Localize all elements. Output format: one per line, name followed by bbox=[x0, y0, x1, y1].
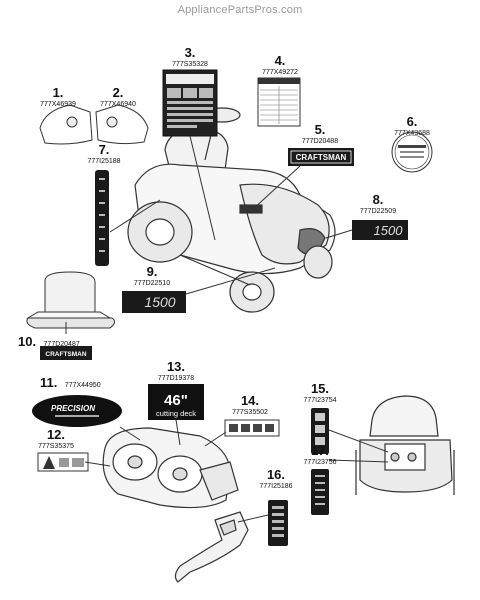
callout-17-code: 777I23756 bbox=[303, 459, 337, 466]
decal-craftsman-hood: CRAFTSMAN bbox=[288, 148, 354, 166]
decal-vertical-15 bbox=[311, 408, 329, 454]
callout-16: 16. 777I25186 bbox=[256, 468, 296, 490]
decal-instruction-panel bbox=[162, 69, 218, 137]
callout-7-number: 7. bbox=[98, 142, 110, 157]
footrest-illustration bbox=[174, 511, 249, 583]
callout-3-code: 777S35328 bbox=[172, 61, 208, 68]
model-1500-right-text: 1500 bbox=[374, 223, 404, 238]
deck-label-text: cutting deck bbox=[156, 409, 196, 418]
model-1500-left-text: 1500 bbox=[144, 294, 175, 310]
callout-5: 5. 777D20488 bbox=[298, 123, 342, 145]
leader-9 bbox=[185, 267, 276, 295]
callout-9-number: 9. bbox=[146, 264, 158, 279]
craftsman-hood-text: CRAFTSMAN bbox=[296, 153, 347, 162]
callout-14: 14. 777S35502 bbox=[228, 394, 272, 416]
callout-10-code: 777D20487 bbox=[43, 341, 80, 348]
decal-spec-table bbox=[257, 77, 301, 127]
decal-precision-oval: PRECISION bbox=[32, 395, 122, 427]
leader-15 bbox=[328, 429, 389, 453]
leader-11 bbox=[119, 426, 141, 441]
precision-text: PRECISION bbox=[51, 404, 95, 413]
leader-13 bbox=[175, 419, 181, 446]
decal-model-1500-left: 1500 bbox=[122, 291, 186, 313]
callout-10-number: 10. bbox=[18, 334, 37, 349]
craftsman-seat-text: CRAFTSMAN bbox=[45, 351, 86, 358]
callout-15: 15. 777I23754 bbox=[300, 382, 340, 404]
watermark: AppliancePartsPros.com bbox=[177, 4, 303, 16]
callout-6-number: 6. bbox=[406, 114, 418, 129]
callout-8-code: 777D22509 bbox=[359, 208, 397, 215]
callout-12: 12. 777S35375 bbox=[36, 428, 76, 450]
decal-warning-12 bbox=[37, 452, 89, 472]
leader-5 bbox=[251, 165, 301, 211]
callout-14-number: 14. bbox=[240, 393, 260, 408]
callout-6-code: 777X43688 bbox=[394, 130, 430, 137]
callout-17-number: 17. bbox=[310, 443, 330, 458]
decal-craftsman-seat: CRAFTSMAN bbox=[40, 346, 92, 360]
callout-5-code: 777D20488 bbox=[301, 138, 339, 145]
callout-6: 6. 777X43688 bbox=[390, 115, 434, 137]
callout-1-code: 777X46939 bbox=[40, 101, 76, 108]
callout-11: 11. 777X44950 bbox=[40, 375, 140, 391]
callout-2: 2. 777X46940 bbox=[98, 86, 138, 108]
callout-4-code: 777X49272 bbox=[262, 69, 298, 76]
callout-14-code: 777S35502 bbox=[232, 409, 268, 416]
callout-13-code: 777D19378 bbox=[157, 375, 195, 382]
callout-3-number: 3. bbox=[184, 45, 196, 60]
decal-fender-left bbox=[39, 104, 93, 145]
leader-17 bbox=[328, 459, 389, 463]
decal-model-1500-right: 1500 bbox=[352, 220, 408, 240]
callout-7-code: 777I25188 bbox=[87, 158, 121, 165]
callout-16-code: 777I25186 bbox=[259, 483, 293, 490]
callout-1: 1. 777X46939 bbox=[38, 86, 78, 108]
callout-16-number: 16. bbox=[266, 467, 286, 482]
leader-12 bbox=[84, 461, 111, 467]
mower-deck-illustration bbox=[102, 427, 239, 509]
callout-12-code: 777S35375 bbox=[38, 443, 74, 450]
deck-size-text: 46" bbox=[164, 392, 188, 409]
callout-8-number: 8. bbox=[372, 192, 384, 207]
decal-footrest-16 bbox=[268, 500, 288, 546]
tractor-illustration bbox=[127, 107, 336, 313]
leader-8 bbox=[325, 229, 353, 239]
decal-cutting-deck: 46" cutting deck bbox=[148, 384, 204, 420]
seat-illustration bbox=[26, 271, 116, 329]
decal-lever-strip bbox=[95, 170, 109, 266]
tractor-rear-illustration bbox=[355, 395, 455, 495]
callout-2-code: 777X46940 bbox=[100, 101, 136, 108]
callout-2-number: 2. bbox=[112, 85, 124, 100]
decal-fender-right bbox=[95, 104, 149, 145]
callout-7: 7. 777I25188 bbox=[84, 143, 124, 165]
callout-3: 3. 777S35328 bbox=[168, 46, 212, 68]
callout-11-code: 777X44950 bbox=[64, 382, 101, 389]
callout-9-code: 777D22510 bbox=[133, 280, 171, 287]
decal-round-warning bbox=[391, 131, 433, 173]
leader-16 bbox=[237, 514, 269, 523]
leader-14 bbox=[204, 431, 227, 447]
leader-7 bbox=[109, 199, 161, 233]
callout-11-number: 11. bbox=[40, 375, 58, 390]
callout-5-number: 5. bbox=[314, 122, 326, 137]
callout-17: 17. 777I23756 bbox=[300, 444, 340, 466]
callout-13-number: 13. bbox=[166, 359, 186, 374]
callout-13: 13. 777D19378 bbox=[154, 360, 198, 382]
callout-4-number: 4. bbox=[274, 53, 286, 68]
callout-15-code: 777I23754 bbox=[303, 397, 337, 404]
callout-12-number: 12. bbox=[46, 427, 66, 442]
callout-4: 4. 777X49272 bbox=[258, 54, 302, 76]
decal-strip-14 bbox=[224, 419, 280, 437]
callout-10: 10. 777D20487 bbox=[18, 334, 118, 350]
callout-1-number: 1. bbox=[52, 85, 64, 100]
callout-8: 8. 777D22509 bbox=[356, 193, 400, 215]
decal-vertical-17 bbox=[311, 469, 329, 515]
callout-15-number: 15. bbox=[310, 381, 330, 396]
leader-3 bbox=[189, 135, 216, 241]
callout-9: 9. 777D22510 bbox=[130, 265, 174, 287]
